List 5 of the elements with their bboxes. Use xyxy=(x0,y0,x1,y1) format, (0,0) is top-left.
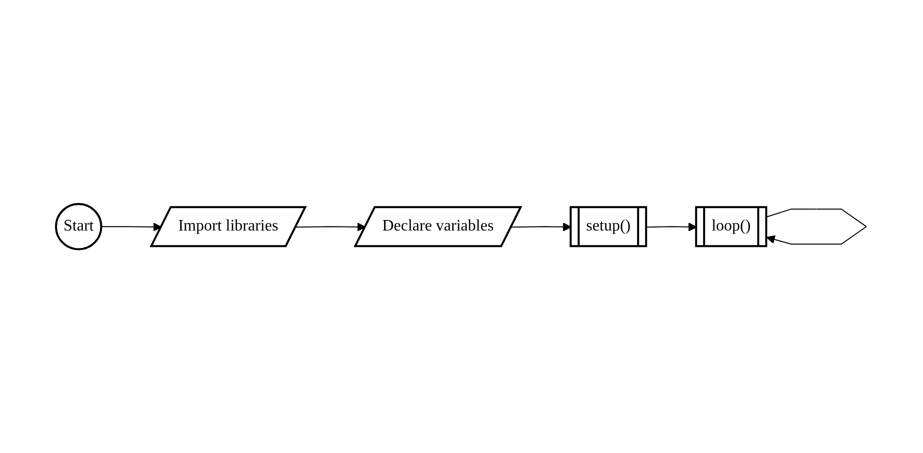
arrow xyxy=(646,222,698,232)
arrow xyxy=(100,222,162,232)
node-circle: Start xyxy=(55,202,102,250)
arrow xyxy=(296,222,366,232)
arrow xyxy=(511,222,572,232)
